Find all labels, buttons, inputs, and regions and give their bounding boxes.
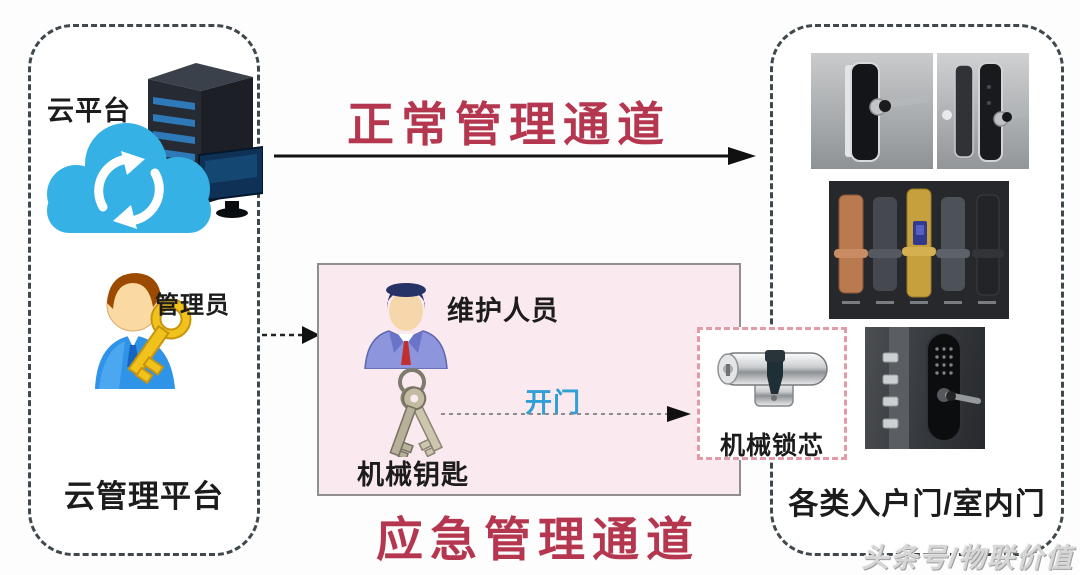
gold-key-icon (127, 298, 192, 385)
cloud-sync-server-icon (47, 63, 263, 233)
lever-lock-icon (942, 62, 1029, 162)
door-lock-photo-1 (811, 53, 933, 169)
door-lock-photo-2 (937, 53, 1029, 169)
cloud-to-emergency-arrow (262, 326, 320, 344)
doors-panel: 各类入户门/室内门 (770, 24, 1064, 556)
admin-label: 管理员 (155, 292, 230, 319)
emergency-channel-box: 维护人员 机械钥匙 开门 (317, 263, 741, 496)
cloud-platform-panel: 云平台 (28, 24, 263, 556)
watermark: 头条号/物联价值 (861, 543, 1074, 573)
lock-cylinder-box: 机械锁芯 (697, 327, 847, 460)
lever-lock-icon (845, 62, 929, 162)
door-lock-photo-3 (829, 181, 1009, 319)
doors-panel-title: 各类入户门/室内门 (788, 488, 1046, 521)
mechanical-key-label: 机械钥匙 (357, 460, 469, 490)
lock-cylinder-icon (717, 350, 828, 407)
open-door-arrow (441, 406, 691, 422)
lock-cylinder-label: 机械锁芯 (719, 432, 824, 460)
normal-channel-title: 正常管理通道 (347, 98, 671, 153)
admin-user-icon (95, 273, 192, 389)
keypad-lock-icon (882, 327, 981, 449)
cloud-panel-title: 云管理平台 (64, 479, 224, 514)
normal-channel-arrow (274, 147, 756, 165)
door-lock-photo-4 (865, 327, 985, 449)
emergency-channel-title: 应急管理通道 (376, 513, 700, 568)
cloud-platform-label: 云平台 (47, 96, 131, 126)
cloud-sync-icon (47, 123, 211, 233)
smart-lock-row-icon (834, 188, 1004, 304)
maintainer-icon (364, 283, 448, 369)
keys-icon (389, 368, 443, 457)
maintainer-label: 维护人员 (447, 296, 559, 326)
